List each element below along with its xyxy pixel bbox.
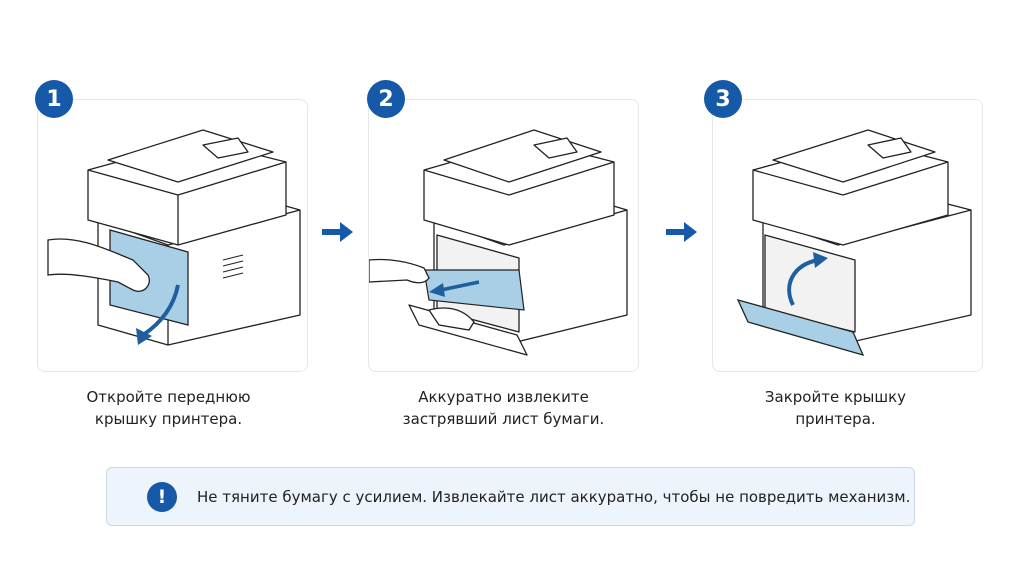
- exclamation-icon: !: [147, 481, 177, 512]
- step-2-caption: Аккуратно извлеките застрявший лист бума…: [402, 388, 605, 428]
- step-2-badge: 2: [367, 80, 405, 118]
- arrow-right-icon: [322, 222, 353, 242]
- printer-open-cover-illustration: [47, 129, 301, 346]
- printer-close-cover-illustration: [736, 129, 972, 357]
- step-1-caption: Откройте переднюю крышку принтера.: [86, 388, 251, 428]
- step-3-card: [712, 99, 983, 372]
- printer-remove-paper-illustration: [369, 129, 628, 356]
- step-3-caption: Закройте крышку принтера.: [764, 388, 907, 428]
- step-3-badge: 3: [704, 80, 742, 118]
- step-1-card: [37, 99, 308, 372]
- arrow-right-icon: [666, 222, 697, 242]
- step-2-card: [368, 99, 639, 372]
- warning-text: Не тяните бумагу с усилием. Извлекайте л…: [197, 487, 911, 506]
- step-1-badge: 1: [35, 80, 73, 118]
- warning-notice: ! Не тяните бумагу с усилием. Извлекайте…: [106, 467, 915, 526]
